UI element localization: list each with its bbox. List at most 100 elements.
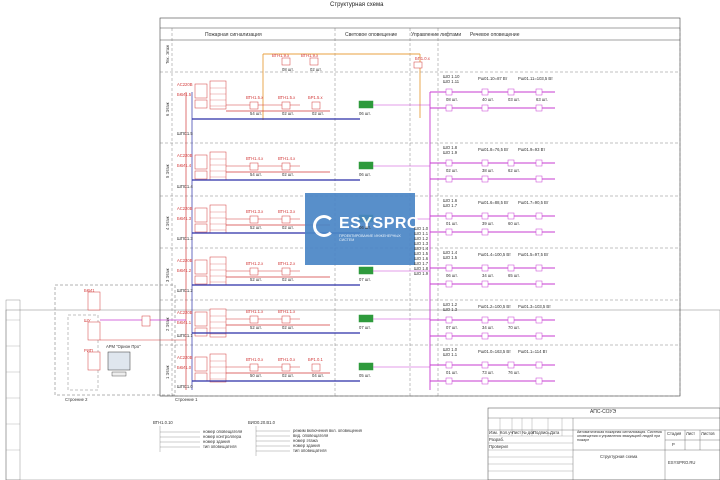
device-code: БР1.0.1: [308, 357, 323, 362]
column-header: Управление лифтами: [411, 32, 462, 38]
speaker-icon: [535, 332, 543, 340]
speaker-list-item: ШО 1.5: [414, 251, 429, 256]
floor-label: Тех. Этаж: [165, 45, 170, 64]
arm-monitor: [107, 351, 131, 371]
speaker-icon: [481, 228, 489, 236]
speaker-icon: [535, 88, 543, 96]
detector-icon: [281, 267, 291, 276]
speaker-icon: [535, 377, 543, 385]
logo-name: ESYSPRO: [339, 215, 420, 232]
detector-code: ВТН1.9.х: [272, 53, 290, 58]
speaker-count: 39 шт.: [482, 221, 494, 226]
lift-relay-code: БП1.0.х: [415, 56, 430, 61]
controller-stack: [209, 151, 227, 181]
speaker-icon: [481, 377, 489, 385]
column-header: Световое оповещение: [345, 32, 398, 38]
light-count: 06 шт.: [359, 172, 371, 177]
stamp-sheets-head: Листов: [701, 431, 715, 436]
speaker-zone-code: ШО 1.7: [443, 203, 458, 208]
bki-block: [194, 356, 208, 372]
bki-label: БКИ1.4: [177, 163, 192, 168]
speaker-list-item: ШО 1.2: [414, 236, 429, 241]
device-code: БР1.5.х: [308, 95, 323, 100]
zone-power: Рш01.2=100,5 Вт: [478, 304, 511, 309]
light-signal-box: [358, 362, 374, 371]
speaker-zone-code: ШО 1.9: [443, 150, 458, 155]
speaker-icon: [445, 228, 453, 236]
speaker-zone-code: ШО 1.1: [443, 352, 458, 357]
bki-block: [194, 154, 208, 170]
equipment-block: [87, 351, 101, 371]
speaker-icon: [445, 88, 453, 96]
column-header: Пожарная сигнализация: [205, 32, 262, 38]
speaker-count: 40 шт.: [482, 97, 494, 102]
device-code: ВТН1.5.х: [278, 95, 296, 100]
speaker-icon: [507, 159, 515, 167]
detector-icon: [249, 267, 259, 276]
legend-item: тип оповещателя: [293, 448, 327, 453]
speaker-icon: [445, 361, 453, 369]
speaker-icon: [481, 316, 489, 324]
speaker-icon: [481, 159, 489, 167]
shps-label: ШПС1.0: [177, 384, 193, 389]
power-block: [194, 327, 208, 337]
bki-label: БКИ1.2: [177, 268, 192, 273]
legend-item: номер здания: [293, 443, 320, 448]
speaker-zone-code: ШО 1.6: [443, 198, 458, 203]
power-label: АС220В: [177, 82, 193, 87]
stamp-col-head: Изм.: [489, 430, 498, 435]
controller-stack: [209, 80, 227, 110]
device-code: ВТН1.0.х: [246, 357, 264, 362]
zone-power: Рш01.8=76,5 Вт: [478, 147, 509, 152]
speaker-zone-code: ШО 1.5: [443, 255, 458, 260]
light-signal-box: [358, 314, 374, 323]
shps-label: ШПС1.4: [177, 184, 193, 189]
speaker-icon: [481, 175, 489, 183]
lift-relay-icon: [413, 61, 423, 69]
speaker-icon: [535, 361, 543, 369]
speaker-icon: [535, 316, 543, 324]
speaker-list-item: ШО 1.0: [414, 226, 429, 231]
zone-power: Рш01.3=103,5 Вт: [518, 304, 551, 309]
light-count: 05 шт.: [359, 373, 371, 378]
power-label: АС220В: [177, 153, 193, 158]
zone-power: Рш01.9=93 Вт: [518, 147, 546, 152]
bki-block: [194, 259, 208, 275]
device-count: 52 шт.: [250, 277, 262, 282]
device-code: ВТН1.1.х: [278, 309, 296, 314]
speaker-count: 07 шт.: [446, 325, 458, 330]
shps-label: ШПС1.2: [177, 288, 193, 293]
stamp-stage: Р: [672, 442, 675, 447]
equipment-block: [87, 321, 101, 341]
light-count: 06 шт.: [359, 225, 371, 230]
device-count: 52 шт.: [250, 325, 262, 330]
bki-block: [194, 83, 208, 99]
speaker-list-item: ШО 1.8: [414, 266, 429, 271]
detector-icon: [281, 363, 291, 372]
speaker-count: 63 шт.: [536, 97, 548, 102]
speaker-list-item: ШО 1.9: [414, 271, 429, 276]
legend-item: номер контроллера: [203, 434, 242, 439]
detector-icon: [249, 215, 259, 224]
device-count: 50 шт.: [250, 373, 262, 378]
stamp-stage-head: Стадия: [667, 431, 682, 436]
logo-icon: [313, 215, 335, 237]
controller-stack: [209, 353, 227, 383]
speaker-count: 70 шт.: [508, 325, 520, 330]
device-code: ВТН1.3.х: [278, 209, 296, 214]
speaker-list-item: ШО 1.4: [414, 246, 429, 251]
speaker-icon: [481, 264, 489, 272]
power-block: [194, 372, 208, 382]
detector-icon: [281, 57, 291, 66]
legend-item: вид. оповещателя: [293, 433, 329, 438]
watermark-logo: ESYSPRO ПРОЕКТИРОВАНИЕ ИНЖЕНЕРНЫХ СИСТЕМ: [305, 193, 419, 265]
zone-power: Рш01.7=90,5 Вт: [518, 200, 549, 205]
speaker-count: 01 шт.: [446, 221, 458, 226]
floor-label: 6 Этаж: [165, 101, 170, 116]
shps-label: ШПС1.3: [177, 236, 193, 241]
speaker-icon: [445, 212, 453, 220]
speaker-icon: [481, 332, 489, 340]
stamp-doc-title: Структурная схема: [600, 454, 638, 459]
bki-label: БКИ1.3: [177, 216, 192, 221]
speaker-icon: [535, 264, 543, 272]
